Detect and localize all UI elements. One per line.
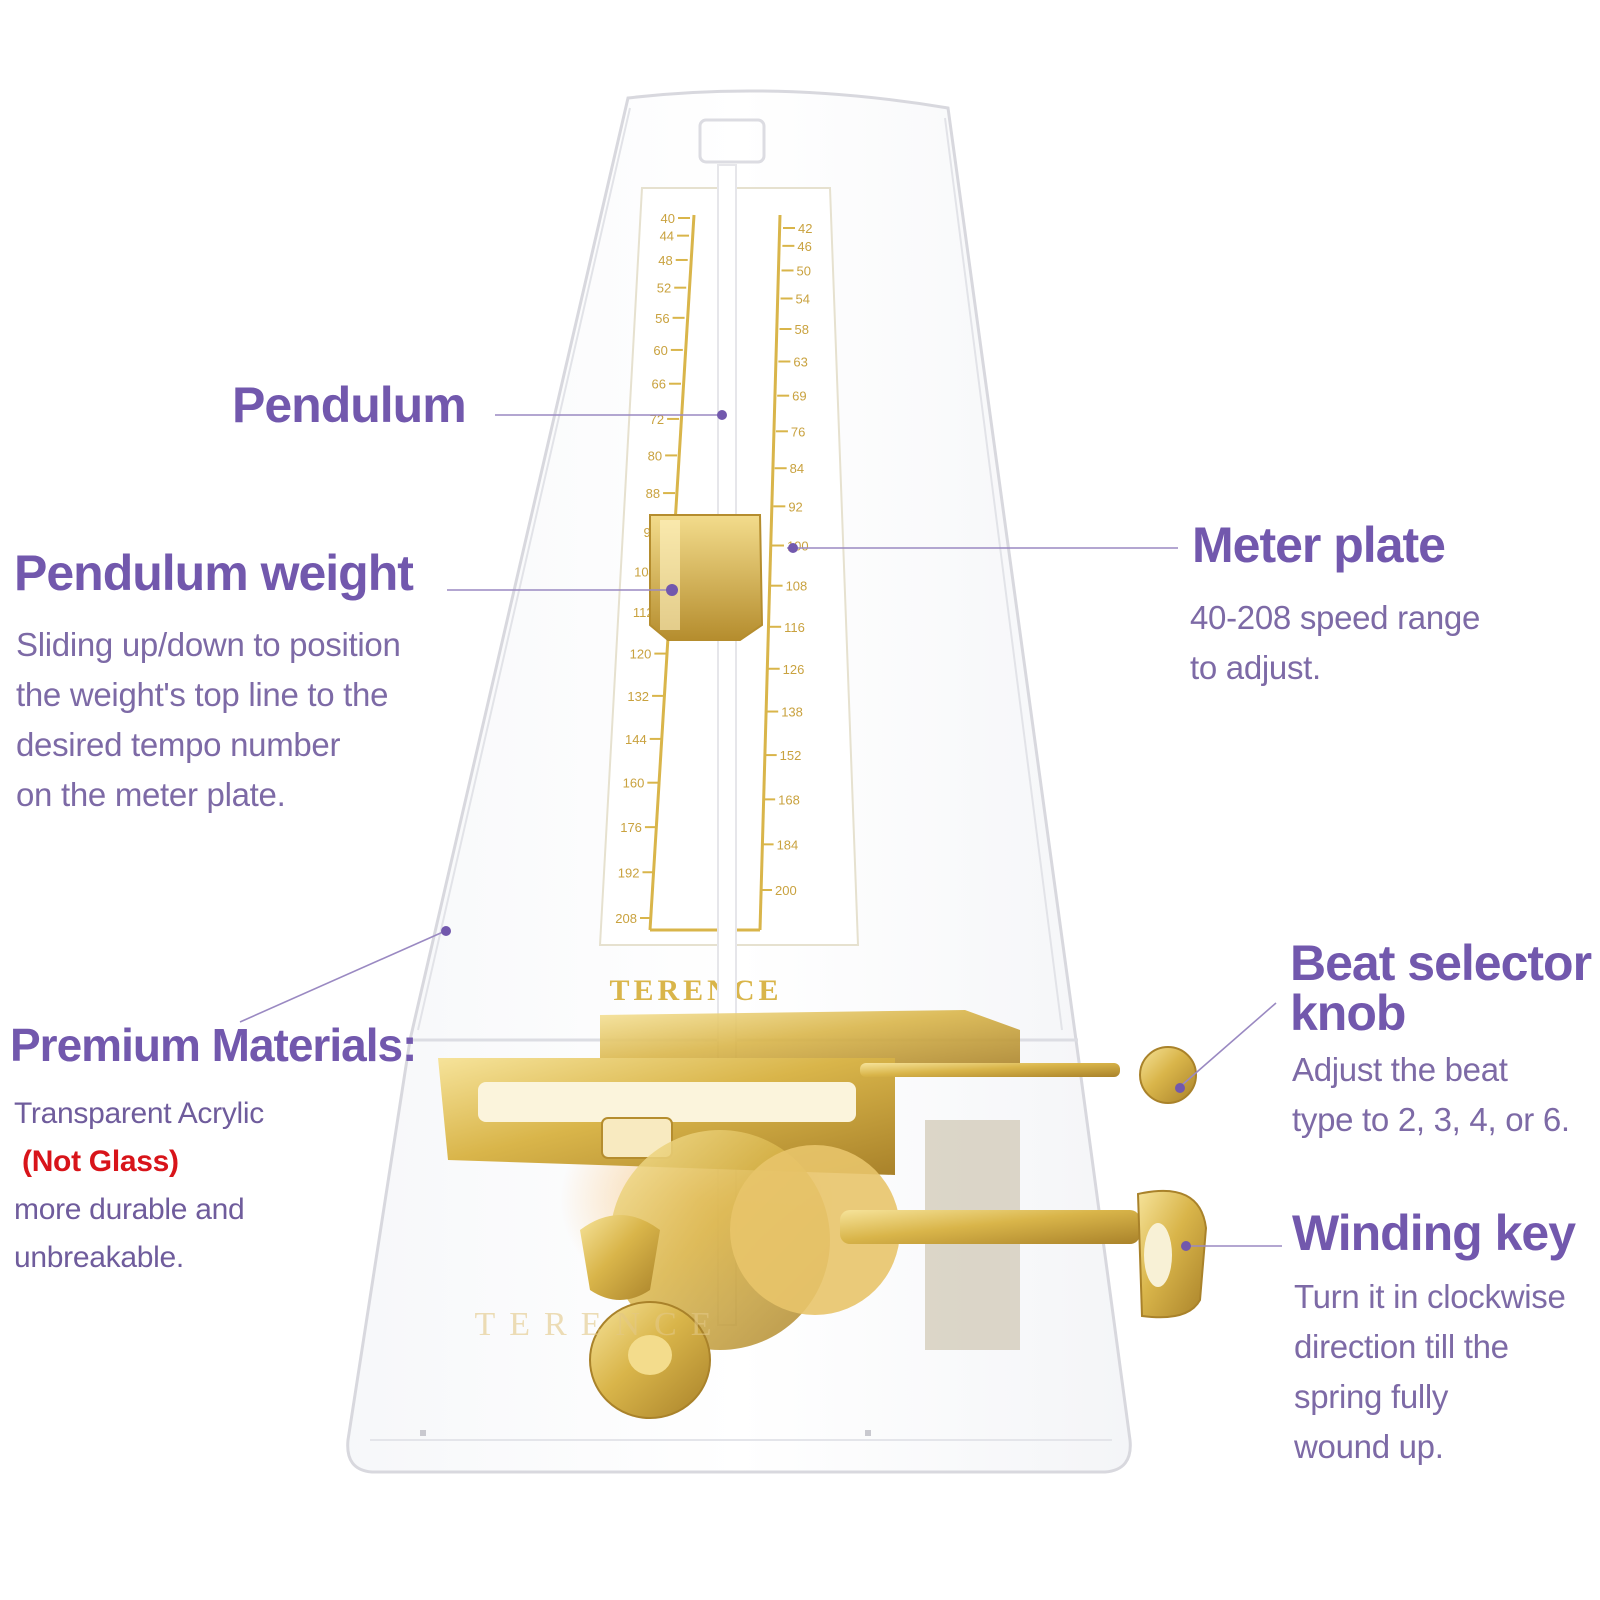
tempo-label: 63 <box>793 354 807 369</box>
description-line: wound up. <box>1294 1428 1444 1465</box>
description-line: 40-208 speed range <box>1190 599 1481 636</box>
tempo-label: 66 <box>652 377 666 392</box>
tempo-label: 168 <box>778 792 800 807</box>
tempo-label: 160 <box>623 776 645 791</box>
description-line: spring fully <box>1294 1378 1449 1415</box>
tempo-label: 126 <box>783 662 805 677</box>
pendulum-weight-title: Pendulum weight <box>14 545 414 601</box>
beat-selector-title: Beat selector knob <box>1290 935 1592 1041</box>
tempo-label: 116 <box>784 620 805 635</box>
dial-brand: TERENCE <box>609 974 782 1007</box>
tempo-label: 72 <box>650 412 664 427</box>
tempo-label: 176 <box>620 820 642 835</box>
tempo-label: 80 <box>648 448 662 463</box>
meter-plate-description: 40-208 speed range to adjust. <box>1190 593 1480 693</box>
tempo-label: 112 <box>633 605 654 620</box>
tempo-label: 44 <box>660 229 674 244</box>
description-line: Adjust the beat <box>1292 1051 1508 1088</box>
description-line: the weight's top line to the <box>16 676 389 713</box>
tempo-label: 138 <box>781 705 803 720</box>
winding-key-title: Winding key <box>1292 1205 1576 1261</box>
beat-selector-description: Adjust the beat type to 2, 3, 4, or 6. <box>1292 1045 1570 1145</box>
description-line: unbreakable. <box>14 1241 184 1274</box>
description-line: Transparent Acrylic <box>14 1097 264 1130</box>
tempo-label: 200 <box>775 883 797 898</box>
description-line: direction till the <box>1294 1328 1509 1365</box>
description-line: on the meter plate. <box>16 776 286 813</box>
tempo-label: 152 <box>780 748 802 763</box>
description-line: desired tempo number <box>16 726 341 763</box>
pendulum-title: Pendulum <box>232 377 467 433</box>
premium-materials-description: Transparent Acrylic (Not Glass) more dur… <box>14 1090 264 1282</box>
description-line: more durable and <box>14 1193 245 1226</box>
tempo-label: 69 <box>792 389 806 404</box>
tempo-label: 76 <box>791 424 805 439</box>
tempo-label: 58 <box>794 322 808 337</box>
tempo-label: 208 <box>615 911 637 926</box>
tempo-label: 56 <box>655 311 669 326</box>
description-line: Turn it in clockwise <box>1294 1278 1566 1315</box>
description-line: type to 2, 3, 4, or 6. <box>1292 1101 1570 1138</box>
tempo-label: 40 <box>661 211 675 226</box>
tempo-label: 84 <box>790 461 804 476</box>
not-glass-warning: (Not Glass) <box>22 1145 179 1178</box>
tempo-label: 60 <box>653 343 667 358</box>
leader-lines <box>239 414 1282 1247</box>
meter-plate-title: Meter plate <box>1192 517 1446 573</box>
base-brand: TERENCE <box>475 1306 726 1343</box>
tempo-label: 52 <box>657 281 671 296</box>
mechanism: TERENCE <box>438 1010 1208 1419</box>
description-line: to adjust. <box>1190 649 1321 686</box>
tempo-label: 46 <box>797 239 811 254</box>
tempo-label: 120 <box>630 647 652 662</box>
tempo-label: 132 <box>627 689 649 704</box>
tempo-label: 50 <box>797 263 811 278</box>
winding-key-description: Turn it in clockwise direction till the … <box>1294 1272 1566 1472</box>
tempo-scale-left: 4044485256606672808896104112120132144160… <box>615 211 690 926</box>
tempo-label: 92 <box>788 499 802 514</box>
tempo-label: 192 <box>618 865 640 880</box>
tempo-label: 108 <box>786 579 808 594</box>
tempo-label: 144 <box>625 732 647 747</box>
tempo-label: 184 <box>777 837 799 852</box>
tempo-label: 88 <box>646 486 660 501</box>
tempo-label: 54 <box>796 291 810 306</box>
leader-dots <box>441 410 1191 1251</box>
tempo-label: 48 <box>658 253 672 268</box>
tempo-label: 42 <box>798 221 812 236</box>
tempo-scale-right: 4246505458636976849210010811612613815216… <box>760 221 812 898</box>
description-line: Sliding up/down to position <box>16 626 401 663</box>
pendulum-weight-description: Sliding up/down to position the weight's… <box>16 620 401 820</box>
premium-materials-title: Premium Materials: <box>10 1019 417 1071</box>
